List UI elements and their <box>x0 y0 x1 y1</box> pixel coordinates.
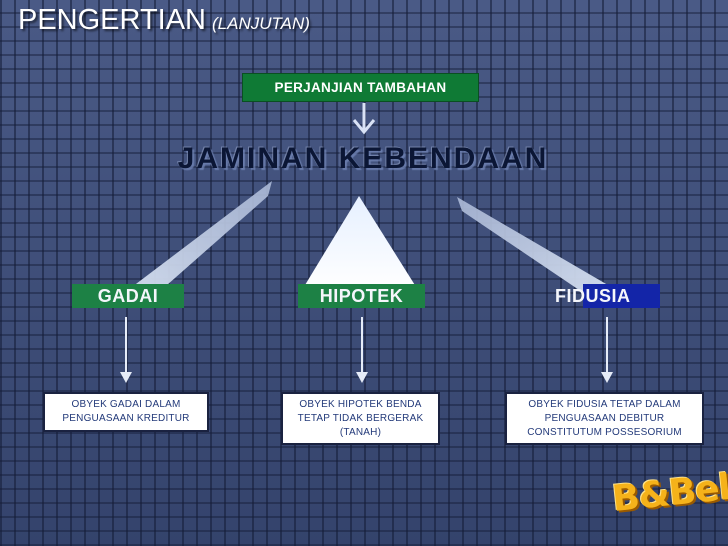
page-title: PENGERTIAN (LANJUTAN) <box>18 4 310 37</box>
category-fidusia-label: FIDUSIA <box>555 285 631 306</box>
description-gadai: OBYEK GADAI DALAM PENGUASAAN KREDITUR <box>43 392 209 432</box>
down-arrow-icon <box>352 103 376 135</box>
description-fidusia: OBYEK FIDUSIA TETAP DALAM PENGUASAAN DEB… <box>505 392 704 445</box>
arrow-hipotek <box>356 317 368 383</box>
main-heading: JAMINAN KEBENDAAN <box>177 142 549 175</box>
category-fidusia: FIDUSIA <box>555 284 660 308</box>
arrow-gadai <box>120 317 132 383</box>
category-hipotek: HIPOTEK <box>298 284 425 308</box>
description-hipotek: OBYEK HIPOTEK BENDA TETAP TIDAK BERGERAK… <box>281 392 440 445</box>
title-sub: (LANJUTAN) <box>212 14 310 33</box>
title-main: PENGERTIAN <box>18 4 207 36</box>
arrow-fidusia <box>601 317 613 383</box>
beam-right <box>457 197 613 296</box>
beam-center <box>302 196 418 290</box>
category-gadai: GADAI <box>72 284 184 308</box>
beam-left <box>128 181 272 300</box>
perjanjian-tambahan-box: PERJANJIAN TAMBAHAN <box>242 73 479 102</box>
